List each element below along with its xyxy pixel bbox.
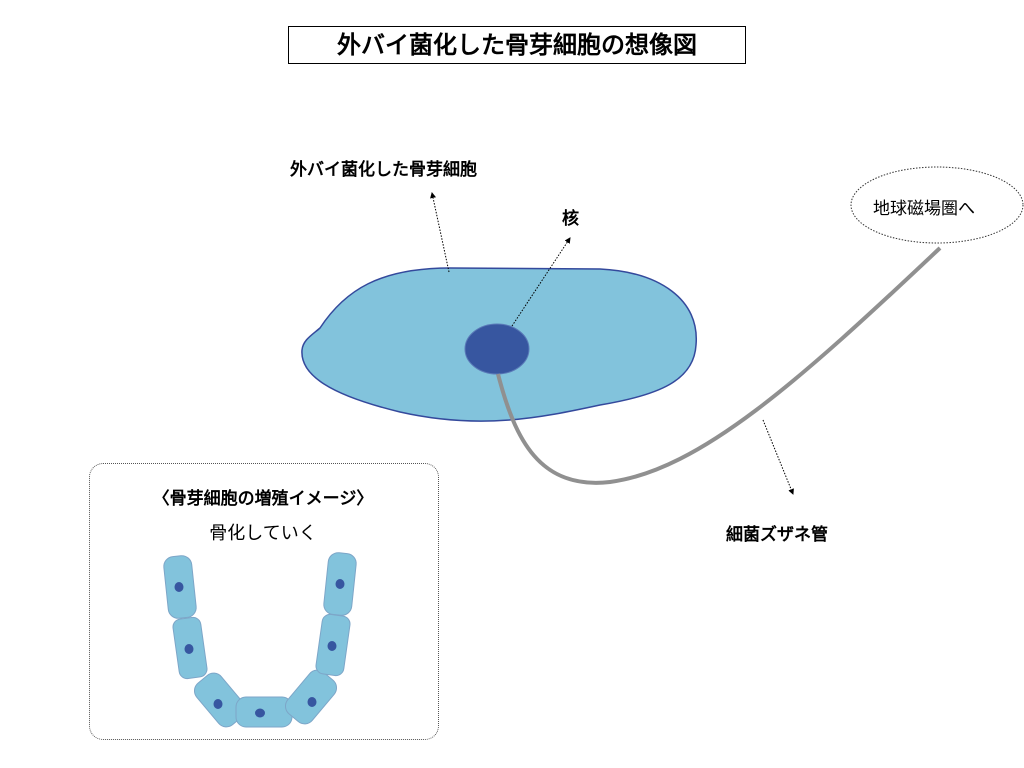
nucleus-label: 核 (562, 209, 579, 229)
small-nucleus (327, 641, 337, 651)
small-nucleus (184, 644, 194, 654)
small-nucleus (213, 699, 223, 709)
magnetosphere-label: 地球磁場圏へ (873, 199, 975, 219)
tube-label: 細菌ズザネ管 (726, 525, 828, 545)
small-nucleus (174, 582, 184, 592)
nucleus (464, 323, 530, 375)
magnetosphere-bubble (850, 166, 1024, 244)
small-nucleus (307, 697, 317, 707)
cell-pointer-arrow (430, 192, 450, 273)
nucleus-pointer-arrow (511, 237, 571, 327)
bacterial-tube (496, 246, 942, 485)
inset-subheading: 骨化していく (209, 523, 317, 544)
proliferation-inset (89, 463, 439, 740)
small-cell (284, 669, 338, 725)
page-title: 外バイ菌化した骨芽細胞の想像図 (288, 26, 746, 64)
small-nucleus (255, 708, 265, 718)
cell-label: 外バイ菌化した骨芽細胞 (290, 160, 477, 180)
tube-pointer-arrow (762, 419, 794, 495)
small-nucleus (335, 579, 345, 589)
inset-heading: 〈骨芽細胞の増殖イメージ〉 (152, 489, 374, 509)
small-nuclei (174, 579, 345, 718)
